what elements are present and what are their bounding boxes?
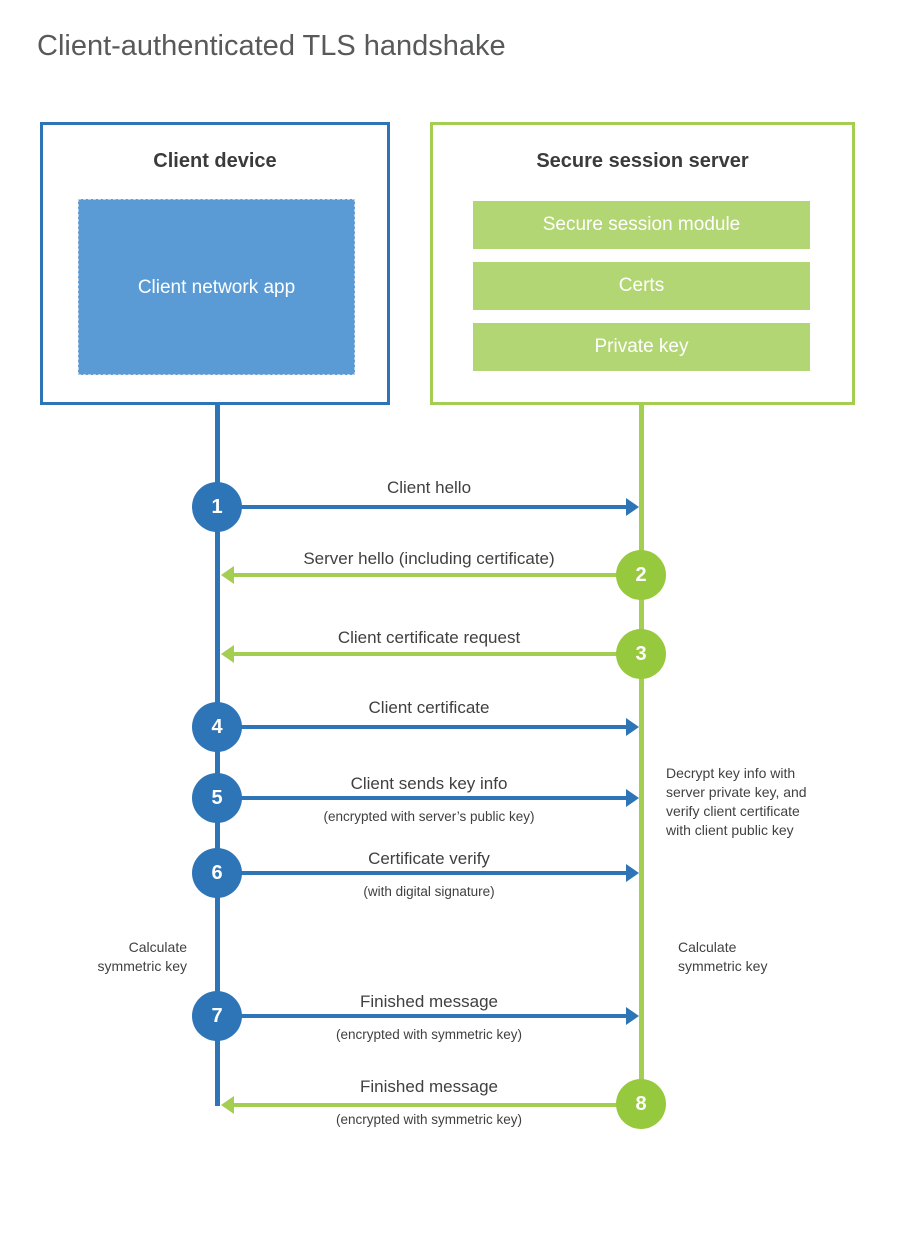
step-1-label: Client hello bbox=[386, 478, 472, 497]
calculate-symmetric-key-client: Calculate symmetric key bbox=[97, 939, 187, 974]
step-8-marker: 8 bbox=[616, 1079, 666, 1129]
client-network-app-box: Client network app bbox=[78, 199, 355, 375]
step-3-label: Client certificate request bbox=[337, 628, 521, 647]
step-3-marker: 3 bbox=[616, 629, 666, 679]
step-5-marker: 5 bbox=[192, 773, 242, 823]
calculate-symmetric-key-server: Calculate symmetric key bbox=[678, 939, 768, 974]
step-6-label: Certificate verify bbox=[368, 849, 490, 868]
client-network-app-label: Client network app bbox=[137, 276, 296, 298]
step-7-marker: 7 bbox=[192, 991, 242, 1041]
step-1-marker: 1 bbox=[192, 482, 242, 532]
step-8-label: Finished message bbox=[360, 1077, 498, 1096]
step-5-sublabel: (encrypted with server’s public key) bbox=[323, 809, 535, 824]
private-key-bar: Private key bbox=[473, 323, 810, 371]
client-device-title: Client device bbox=[153, 150, 277, 172]
step-1-arrow bbox=[241, 505, 626, 509]
secure-session-module-bar: Secure session module bbox=[473, 201, 810, 249]
step-7-label: Finished message bbox=[360, 992, 498, 1011]
step-5-label: Client sends key info bbox=[350, 774, 508, 793]
client-lifeline bbox=[215, 405, 220, 1106]
decrypt-note: Decrypt key info with server private key… bbox=[666, 765, 807, 838]
step-6-sublabel: (with digital signature) bbox=[363, 884, 495, 899]
step-8-sublabel: (encrypted with symmetric key) bbox=[335, 1112, 523, 1127]
step-2-marker: 2 bbox=[616, 550, 666, 600]
certs-bar: Certs bbox=[473, 262, 810, 310]
step-7-arrow bbox=[241, 1014, 626, 1018]
step-4-label: Client certificate bbox=[368, 698, 490, 717]
step-6-arrow bbox=[241, 871, 626, 875]
step-3-arrow bbox=[234, 652, 617, 656]
step-8-arrow bbox=[234, 1103, 617, 1107]
step-7-sublabel: (encrypted with symmetric key) bbox=[335, 1027, 523, 1042]
step-2-label: Server hello (including certificate) bbox=[303, 549, 555, 568]
step-5-arrow bbox=[241, 796, 626, 800]
step-6-marker: 6 bbox=[192, 848, 242, 898]
page-title: Client-authenticated TLS handshake bbox=[37, 30, 506, 62]
step-4-arrow bbox=[241, 725, 626, 729]
secure-session-server-title: Secure session server bbox=[536, 150, 749, 172]
step-4-marker: 4 bbox=[192, 702, 242, 752]
step-2-arrow bbox=[234, 573, 617, 577]
server-lifeline bbox=[639, 405, 644, 1104]
